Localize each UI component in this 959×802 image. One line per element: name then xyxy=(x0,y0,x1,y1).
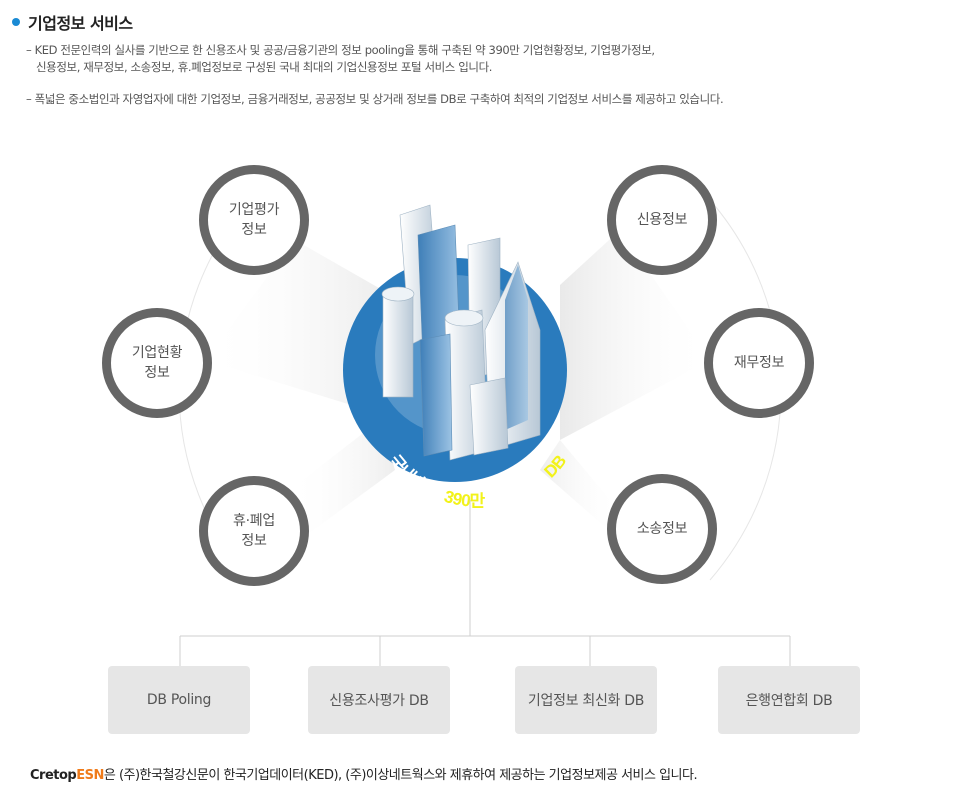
brand-name-part2: ESN xyxy=(76,768,104,783)
buildings-illustration xyxy=(381,204,541,461)
center-label-highlight: 390만 xyxy=(442,487,485,511)
center-label-middle: 기업 정보 xyxy=(486,469,551,510)
brand-name-part1: Cretop xyxy=(30,768,77,783)
description-line: – KED 전문인력의 실사를 기반으로 한 신용조사 및 공공/금융기관의 정… xyxy=(26,43,655,57)
description-line: – 폭넓은 중소법인과 자영업자에 대한 기업정보, 금융거래정보, 공공정보 … xyxy=(26,92,724,106)
node-lawsuit: 소송정보 xyxy=(607,474,717,584)
node-corp-status: 기업현황 정보 xyxy=(102,308,212,418)
node-label: 기업현황 정보 xyxy=(131,345,183,381)
description-line: 신용정보, 재무정보, 소송정보, 휴.폐업정보로 구성된 국내 최대의 기업신… xyxy=(36,60,493,74)
connector-fan xyxy=(560,230,710,440)
db-source-box: 신용조사평가 DB xyxy=(308,666,450,734)
description-paragraph-2: – 폭넓은 중소법인과 자영업자에 대한 기업정보, 금융거래정보, 공공정보 … xyxy=(26,91,724,108)
node-corp-eval: 기업평가 정보 xyxy=(199,165,309,275)
section-title: 기업정보 서비스 xyxy=(12,10,133,34)
node-label: 소송정보 xyxy=(636,521,688,537)
db-source-box: 기업정보 최신화 DB xyxy=(515,666,657,734)
db-source-box: 은행연합회 DB xyxy=(718,666,860,734)
db-connector-lines xyxy=(179,500,791,666)
node-closure: 휴·폐업 정보 xyxy=(199,476,309,586)
description-paragraph-1: – KED 전문인력의 실사를 기반으로 한 신용조사 및 공공/금융기관의 정… xyxy=(26,42,655,76)
connector-fan xyxy=(540,440,620,540)
node-label: 휴·폐업 정보 xyxy=(233,513,275,549)
node-credit: 신용정보 xyxy=(607,165,717,275)
page-title: 기업정보 서비스 xyxy=(28,14,133,33)
connector-fan xyxy=(290,420,395,540)
node-finance: 재무정보 xyxy=(704,308,814,418)
node-label: 재무정보 xyxy=(733,355,785,371)
node-label: 기업평가 정보 xyxy=(228,202,280,238)
db-source-box: DB Poling xyxy=(108,666,250,734)
node-label: 신용정보 xyxy=(636,212,688,228)
footer-text: 은 (주)한국철강신문이 한국기업데이터(KED), (주)이상네트웍스와 제휴… xyxy=(103,768,698,783)
bullet-icon xyxy=(12,18,20,26)
